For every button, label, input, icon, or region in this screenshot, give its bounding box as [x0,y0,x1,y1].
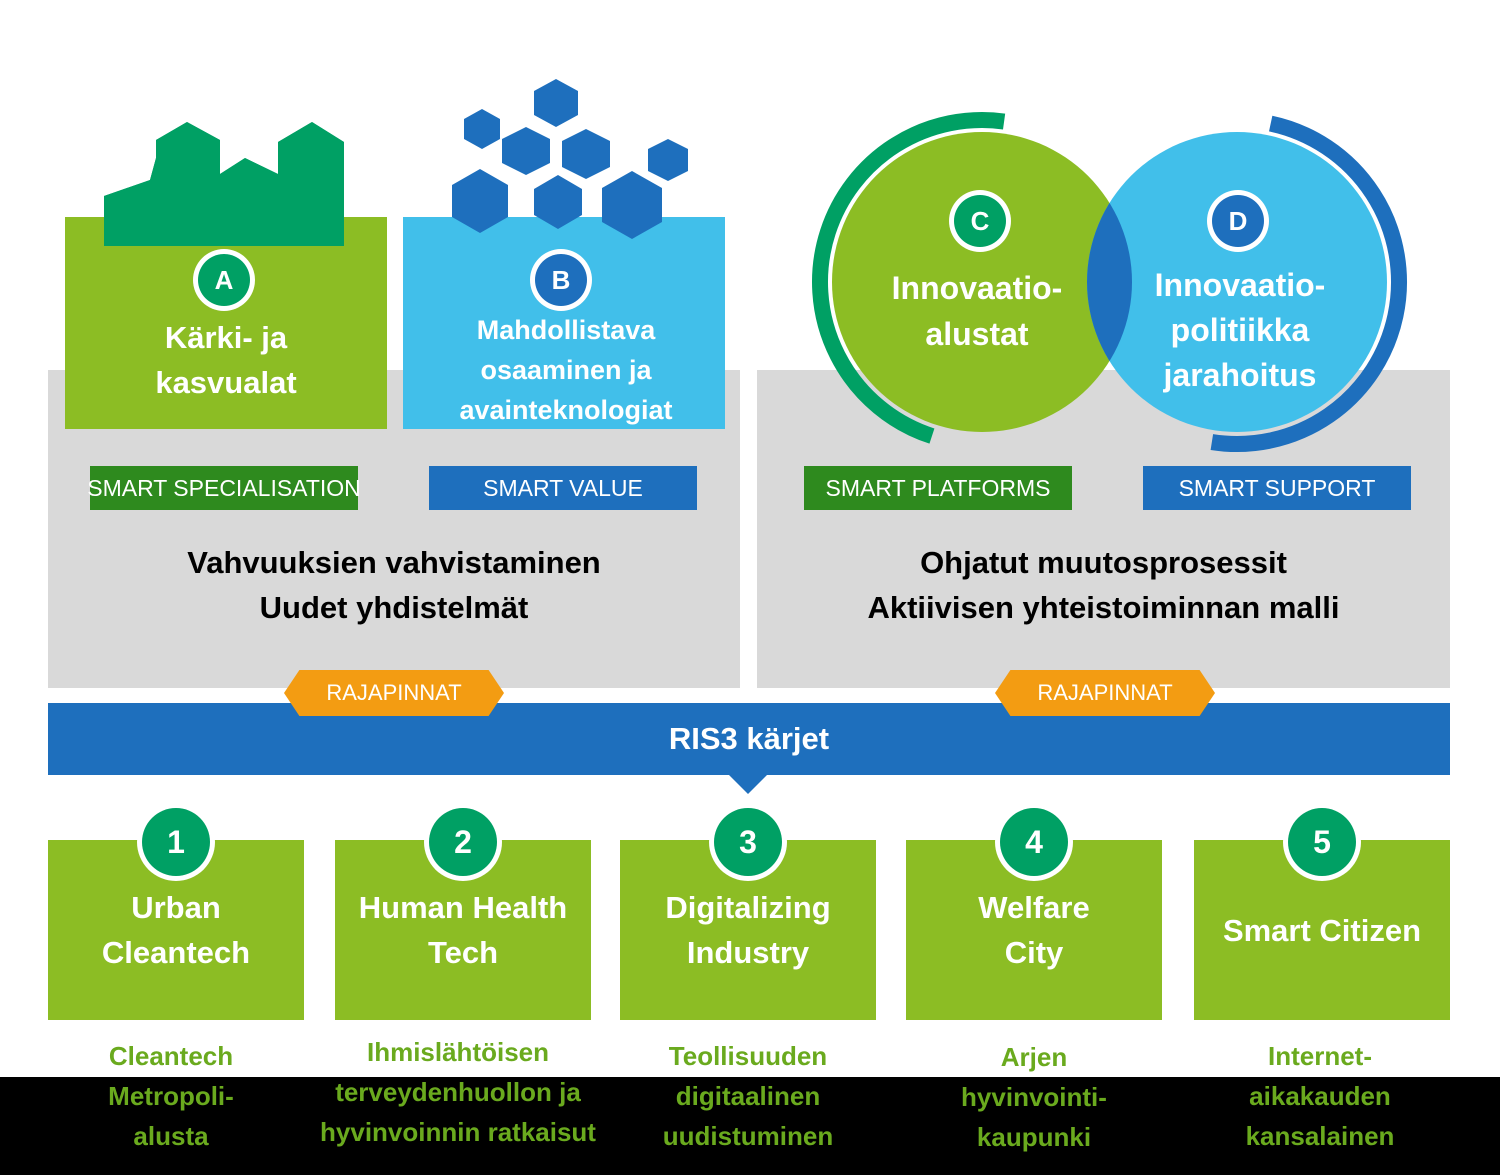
pillar-a-title: Kärki- ja kasvualat [65,315,387,405]
pillar-b-title: Mahdollistava osaaminen ja avainteknolog… [403,310,729,430]
spearhead-1-badge: 1 [142,808,210,876]
smart-support-tag: SMART SUPPORT [1143,466,1411,510]
pillar-b-badge: B [535,254,587,306]
pillar-a-box [65,217,387,429]
pillar-a-title-line1: Kärki- ja [164,320,288,355]
pillar-d-badge: D [1212,195,1264,247]
pillar-d-title-line3: jarahoitus [1163,357,1317,393]
spearhead-5-desc-line1: Internet- [1268,1041,1372,1071]
spearhead-3-desc-line2: digitaalinen [675,1081,821,1111]
spearhead-5-title-line1: Smart Citizen [1222,912,1422,948]
spearhead-3-title-line1: Digitalizing [665,890,831,925]
spearhead-1-desc: Cleantech Metropoli- alusta [21,1036,321,1156]
spearhead-3-title-line2: Industry [686,935,810,970]
right-interface-tag: RAJAPINNAT [995,670,1215,716]
spearhead-2-desc-line2: terveydenhuollon ja [335,1077,581,1107]
right-panel-text: Ohjatut muutosprosessit Aktiivisen yhtei… [757,540,1450,630]
spearhead-3-desc: Teollisuuden digitaalinen uudistuminen [598,1036,898,1156]
spearhead-2-title-line2: Tech [427,935,499,970]
pillar-c-badge: C [954,195,1006,247]
pillar-a-badge: A [198,254,250,306]
spearhead-5-desc: Internet- aikakauden kansalainen [1170,1036,1470,1156]
spearhead-4-desc: Arjen hyvinvointi- kaupunki [884,1037,1184,1157]
ris3-bar-label: RIS3 kärjet [668,721,830,756]
spearhead-2-desc-line3: hyvinvoinnin ratkaisut [320,1117,596,1147]
spearhead-1-desc-line2: Metropoli- [108,1081,234,1111]
pillar-b-title-line2: osaaminen ja [480,355,652,385]
right-panel-line2: Aktiivisen yhteistoiminnan malli [867,590,1340,625]
smart-specialisation-tag: SMART SPECIALISATION [87,466,361,510]
spearhead-4-title-line2: City [1004,935,1064,970]
spearhead-3-desc-line3: uudistuminen [662,1121,834,1151]
spearhead-3-badge: 3 [714,808,782,876]
smart-value-tag: SMART VALUE [429,466,697,510]
pillar-b-title-line3: avainteknologiat [459,395,673,425]
ris3-bar: RIS3 kärjet [48,703,1450,775]
pillar-c-title-line1: Innovaatio- [891,270,1063,306]
left-panel-line1: Vahvuuksien vahvistaminen [187,545,601,580]
pillar-d-title: Innovaatio- politiikka jarahoitus [1110,263,1370,398]
spearhead-4-title-line1: Welfare [978,890,1090,925]
spearhead-5-desc-line3: kansalainen [1245,1121,1395,1151]
spearhead-1-desc-line3: alusta [133,1121,209,1151]
pillar-d-title-line1: Innovaatio- [1154,267,1326,303]
bottom-strip [0,1077,1500,1175]
left-interface-tag: RAJAPINNAT [284,670,504,716]
spearhead-2-desc: Ihmislähtöisen terveydenhuollon ja hyvin… [308,1032,608,1152]
spearhead-4-desc-line3: kaupunki [976,1122,1092,1152]
left-panel-text: Vahvuuksien vahvistaminen Uudet yhdistel… [48,540,740,630]
smart-platforms-tag: SMART PLATFORMS [804,466,1072,510]
pillar-a-title-line2: kasvualat [155,365,297,400]
hexagon-cluster-icon [452,79,688,239]
left-panel-line2: Uudet yhdistelmät [259,590,529,625]
spearhead-5-badge: 5 [1288,808,1356,876]
right-panel [757,370,1450,688]
spearhead-4-desc-line2: hyvinvointi- [961,1082,1107,1112]
pillar-b-box [403,217,725,429]
pillar-b-title-line1: Mahdollistava [476,315,656,345]
spearhead-4-desc-line1: Arjen [1000,1042,1068,1072]
pillar-c-title-line2: alustat [925,316,1029,352]
right-panel-line1: Ohjatut muutosprosessit [920,545,1287,580]
spearhead-3-desc-line1: Teollisuuden [668,1041,828,1071]
ris3-pointer-icon [728,774,768,794]
spearhead-2-title-line1: Human Health [358,890,568,925]
pillar-d-title-line2: politiikka [1170,312,1310,348]
spearhead-1-title-line2: Cleantech [101,935,251,970]
factory-icon-overlap [104,122,344,246]
spearhead-2-desc-line1: Ihmislähtöisen [366,1037,550,1067]
spearhead-2-badge: 2 [429,808,497,876]
venn-circles [812,112,1407,452]
spearhead-4-badge: 4 [1000,808,1068,876]
spearhead-1-title-line1: Urban [131,890,221,925]
spearhead-5-desc-line2: aikakauden [1249,1081,1391,1111]
spearhead-1-desc-line1: Cleantech [108,1041,234,1071]
pillar-c-title: Innovaatio- alustat [852,265,1102,357]
